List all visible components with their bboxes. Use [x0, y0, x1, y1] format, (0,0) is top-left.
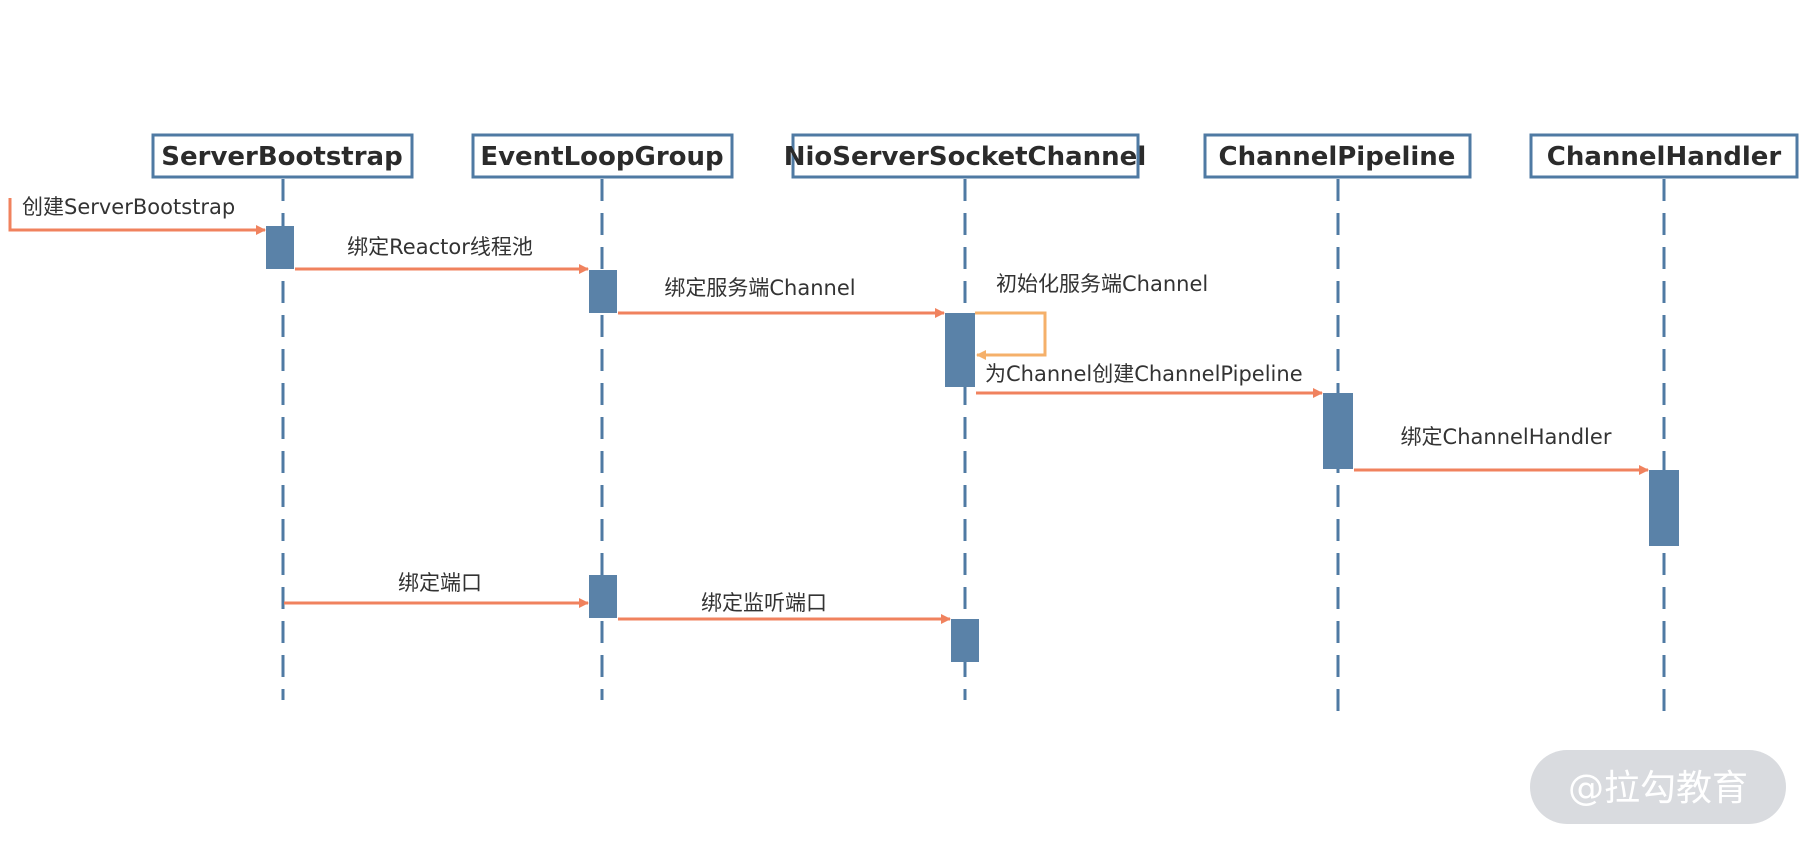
watermark: @拉勾教育 — [1530, 750, 1786, 824]
message-create-serverbootstrap: 创建ServerBootstrap — [8, 195, 266, 235]
participant-label: NioServerSocketChannel — [784, 142, 1146, 172]
message-init-server-channel: 初始化服务端Channel — [975, 272, 1208, 360]
watermark-text: @拉勾教育 — [1568, 768, 1748, 809]
message-bind-port: 绑定端口 — [284, 571, 589, 608]
participant-label: ServerBootstrap — [161, 142, 402, 172]
watermark-badge — [1530, 750, 1786, 824]
message-label: 绑定服务端Channel — [664, 276, 855, 300]
participant-box — [1529, 133, 1799, 179]
message-arrow — [975, 311, 1047, 360]
activation-bar — [951, 619, 979, 662]
activation-bar — [1323, 393, 1353, 469]
message-label: 绑定监听端口 — [701, 591, 827, 615]
message-label: 绑定端口 — [398, 571, 482, 595]
activation-bar — [589, 575, 617, 618]
participant-label: ChannelHandler — [1547, 142, 1782, 172]
participant-box — [151, 133, 414, 179]
participant-channelpipeline: ChannelPipeline — [1203, 133, 1472, 179]
message-bind-reactor-pool: 绑定Reactor线程池 — [295, 235, 589, 274]
message-bind-server-channel: 绑定服务端Channel — [618, 276, 945, 318]
participant-channelhandler: ChannelHandler — [1529, 133, 1799, 179]
participant-box — [471, 133, 734, 179]
activation-bar — [266, 226, 294, 269]
participant-label: ChannelPipeline — [1219, 142, 1456, 172]
message-label: 初始化服务端Channel — [996, 272, 1208, 296]
message-label: 绑定Reactor线程池 — [347, 235, 533, 259]
activation-bar — [1649, 470, 1679, 546]
message-create-pipeline: 为Channel创建ChannelPipeline — [976, 362, 1323, 398]
message-bind-listen-port: 绑定监听端口 — [618, 591, 951, 624]
activation-bar — [589, 270, 617, 313]
participant-nioserversocketchannel: NioServerSocketChannel — [784, 133, 1146, 179]
activation-bar — [945, 313, 975, 387]
message-label: 为Channel创建ChannelPipeline — [985, 362, 1303, 386]
message-arrow — [8, 198, 266, 235]
message-label: 创建ServerBootstrap — [22, 195, 235, 219]
participant-eventloopgroup: EventLoopGroup — [471, 133, 734, 179]
participant-label: EventLoopGroup — [480, 142, 723, 172]
participant-box — [1203, 133, 1472, 179]
participant-serverbootstrap: ServerBootstrap — [151, 133, 414, 179]
message-label: 绑定ChannelHandler — [1401, 425, 1612, 449]
message-bind-channelhandler: 绑定ChannelHandler — [1354, 425, 1649, 475]
participant-box — [791, 133, 1140, 179]
